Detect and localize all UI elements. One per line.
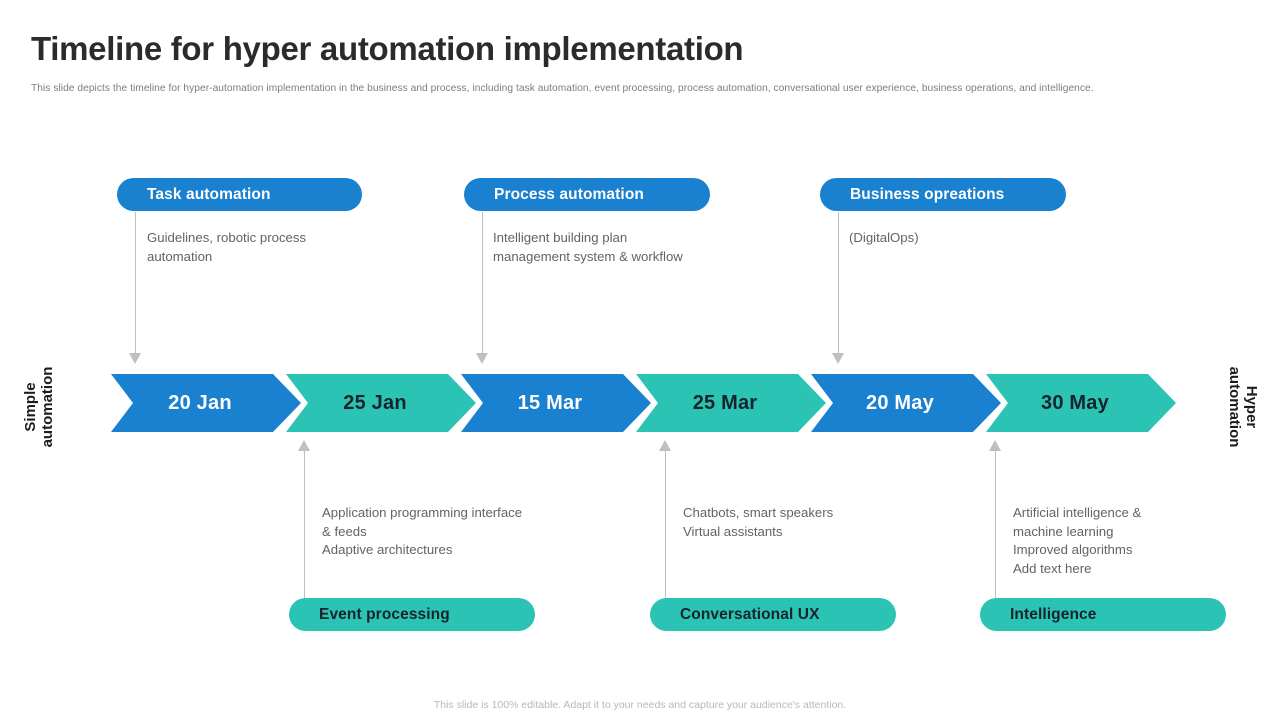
connector-stem [482, 212, 483, 353]
milestone-date: 25 Jan [343, 391, 407, 414]
milestone-date: 20 May [866, 391, 934, 414]
connector-arrowhead-down [832, 353, 844, 364]
timeline-milestone-6[interactable]: 30 May [986, 374, 1176, 432]
pill-label: Business opreations [850, 185, 1005, 203]
bottom-description-2: Chatbots, smart speakers Virtual assista… [683, 505, 834, 539]
connector-up-2 [659, 440, 672, 600]
timeline-milestone-2[interactable]: 25 Jan [286, 374, 476, 432]
connector-arrowhead-down [476, 353, 488, 364]
page-subtitle: This slide depicts the timeline for hype… [31, 83, 1094, 94]
connector-down-1 [129, 212, 142, 364]
connector-down-3 [832, 212, 845, 364]
bottom-pill-conversational-ux[interactable]: Conversational UX [650, 598, 896, 631]
milestone-date: 25 Mar [692, 391, 758, 414]
connector-stem [838, 212, 839, 353]
connector-stem [665, 451, 666, 600]
timeline-milestone-4[interactable]: 25 Mar [636, 374, 826, 432]
timeline-milestone-3[interactable]: 15 Mar [461, 374, 651, 432]
connector-stem [304, 451, 305, 600]
pill-label: Conversational UX [680, 605, 820, 623]
timeline-milestone-1[interactable]: 20 Jan [111, 374, 301, 432]
connector-stem [135, 212, 136, 353]
connector-arrowhead-up [989, 440, 1001, 451]
footer-note: This slide is 100% editable. Adapt it to… [433, 699, 847, 711]
top-pill-process-automation[interactable]: Process automation [464, 178, 710, 211]
connector-arrowhead-down [129, 353, 141, 364]
pill-label: Event processing [319, 605, 450, 623]
milestone-date: 30 May [1041, 391, 1109, 414]
page-title: Timeline for hyper automation implementa… [31, 30, 744, 67]
connector-arrowhead-up [659, 440, 671, 451]
connector-up-1 [298, 440, 311, 600]
timeline-milestone-5[interactable]: 20 May [811, 374, 1001, 432]
connector-up-3 [989, 440, 1002, 600]
bottom-pill-intelligence[interactable]: Intelligence [980, 598, 1226, 631]
pill-label: Task automation [147, 185, 271, 203]
connector-stem [995, 451, 996, 600]
connector-down-2 [476, 212, 489, 364]
top-description-1: Guidelines, robotic process automation [147, 230, 307, 264]
top-pill-business-operations[interactable]: Business opreations [820, 178, 1066, 211]
connector-arrowhead-up [298, 440, 310, 451]
timeline-bar: 20 Jan 25 Jan 15 Mar 25 Mar 20 May 30 Ma… [0, 374, 1280, 432]
milestone-date: 20 Jan [168, 391, 232, 414]
top-description-3: (DigitalOps) [849, 230, 919, 245]
top-pill-task-automation[interactable]: Task automation [117, 178, 362, 211]
bottom-pill-event-processing[interactable]: Event processing [289, 598, 535, 631]
bottom-description-1: Application programming interface & feed… [322, 505, 523, 557]
top-description-2: Intelligent building plan management sys… [493, 230, 683, 264]
pill-label: Process automation [494, 185, 644, 203]
bottom-description-3: Artificial intelligence & machine learni… [1013, 505, 1142, 576]
milestone-date: 15 Mar [517, 391, 583, 414]
pill-label: Intelligence [1010, 605, 1097, 623]
